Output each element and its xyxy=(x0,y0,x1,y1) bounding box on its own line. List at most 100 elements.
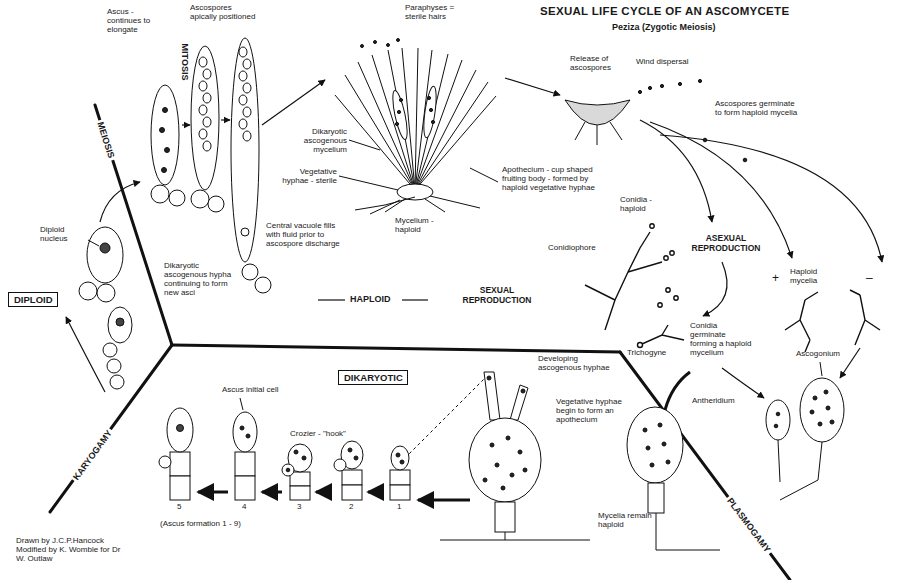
ascus xyxy=(255,277,271,293)
developing-ascogenous-hyphae xyxy=(484,372,500,420)
developing-ascogenous-hyphae xyxy=(523,468,527,472)
developing-ascogenous-hyphae xyxy=(487,376,491,380)
apothecium-section xyxy=(387,44,390,47)
ascus xyxy=(151,85,179,185)
callout: Conidiophore xyxy=(548,244,596,253)
apothecium-section xyxy=(431,120,434,123)
crozier-stage xyxy=(294,450,298,454)
callout: Trichogyne xyxy=(627,349,666,358)
ascus xyxy=(243,59,251,69)
phase-divider xyxy=(620,352,790,580)
phase-name: DIKARYOTIC xyxy=(344,372,402,383)
callout: Central vacuole fills with fluid prior t… xyxy=(266,222,346,249)
cycle-arrow xyxy=(660,135,882,262)
callout-number: 1 xyxy=(397,503,401,512)
cycle-arrow xyxy=(840,348,860,378)
crozier-stage xyxy=(348,448,352,452)
trichogyne-stage xyxy=(662,442,666,446)
developing-ascogenous-hyphae xyxy=(495,502,515,532)
cycle-arrow xyxy=(722,368,764,398)
process-name: KARYOGAMY xyxy=(69,427,114,484)
apothecium-section xyxy=(399,98,402,101)
cycle-arrow xyxy=(640,120,712,222)
apothecium-cup xyxy=(565,100,630,125)
callout: Ascospores germinate to form haploid myc… xyxy=(715,100,800,118)
process-name: PLASMOGAMY xyxy=(724,494,774,556)
developing-ascogenous-hyphae xyxy=(483,478,487,482)
crozier-stage xyxy=(391,446,409,470)
callout: Vegetative hyphae - sterile xyxy=(273,168,337,186)
callout: (Ascus formation 1 - 9) xyxy=(160,520,241,529)
trichogyne-stage xyxy=(643,428,647,432)
cycle-arrow xyxy=(100,182,140,222)
trichogyne-stage xyxy=(665,372,690,410)
ascus xyxy=(243,131,251,141)
trichogyne-stage xyxy=(627,407,683,483)
diploid-cell xyxy=(108,307,132,343)
phase-label-rule xyxy=(402,299,428,300)
crozier-stage xyxy=(302,456,306,460)
ascus xyxy=(151,185,169,203)
gametangia xyxy=(766,362,844,500)
stage-arrow xyxy=(368,491,382,494)
diploid-cell xyxy=(79,282,97,300)
crozier-stage xyxy=(177,425,184,432)
callout: Ascus initial cell xyxy=(222,386,278,395)
gametangia xyxy=(778,362,822,500)
trichogyne-stage xyxy=(658,423,662,427)
crozier-stage xyxy=(235,452,255,476)
callout: Ascus - continues to elongate xyxy=(107,8,169,35)
crozier-stage xyxy=(246,434,250,438)
phase-box: DIPLOID xyxy=(8,292,58,307)
ascus xyxy=(203,117,211,127)
process-name: MEIOSIS xyxy=(95,119,117,162)
callout: Diploid nucleus xyxy=(40,226,86,244)
crozier-stage xyxy=(390,485,410,500)
diploid-cell xyxy=(79,227,132,389)
callout: Dikaryotic ascogenous mycelium xyxy=(273,128,347,155)
ascus xyxy=(199,129,207,139)
apothecium-section xyxy=(395,122,398,125)
developing-ascogenous-hyphae xyxy=(495,463,499,467)
callout: Mycelia remain haploid xyxy=(598,512,653,530)
developing-ascogenous-hyphae xyxy=(510,385,528,420)
diploid-cell xyxy=(116,318,124,326)
diploid-cell xyxy=(97,284,115,302)
ascus xyxy=(199,105,207,115)
ascus xyxy=(231,38,259,262)
conidiophore xyxy=(666,288,670,292)
gametangia xyxy=(813,396,817,400)
developing-ascogenous-hyphae xyxy=(490,443,494,447)
ascus xyxy=(239,119,247,129)
callout: Conidia - haploid xyxy=(620,196,666,214)
ascus xyxy=(199,81,207,91)
developing-ascogenous-hyphae xyxy=(518,450,522,454)
callout: – xyxy=(866,272,873,285)
crozier-stage xyxy=(290,486,310,500)
haploid-mycelium xyxy=(850,290,880,345)
apothecium-section xyxy=(427,96,430,99)
apothecium-section xyxy=(429,108,432,111)
ascus xyxy=(163,108,168,113)
developing-ascogenous-hyphae xyxy=(521,389,525,393)
process-name: MITOSIS xyxy=(180,42,190,83)
ascus xyxy=(165,148,170,153)
conidiophore xyxy=(670,251,674,255)
diploid-cell xyxy=(87,227,123,283)
apothecium-cup xyxy=(575,122,622,145)
apothecium-section xyxy=(339,140,498,190)
gametangia xyxy=(776,412,780,416)
callout: Crozier - "hook" xyxy=(290,430,346,439)
phase-divider xyxy=(172,345,620,352)
diploid-cell xyxy=(107,359,121,373)
ascus xyxy=(241,228,249,236)
callout: Mycelium - haploid xyxy=(395,217,447,235)
apothecium-section xyxy=(397,110,400,113)
callout: Release of ascospores xyxy=(570,55,625,73)
diploid-cell xyxy=(100,243,110,253)
section-heading: SEXUAL REPRODUCTION xyxy=(456,286,538,305)
ascus xyxy=(203,69,211,79)
trichogyne-stage xyxy=(646,446,650,450)
diploid-cell xyxy=(88,240,99,246)
